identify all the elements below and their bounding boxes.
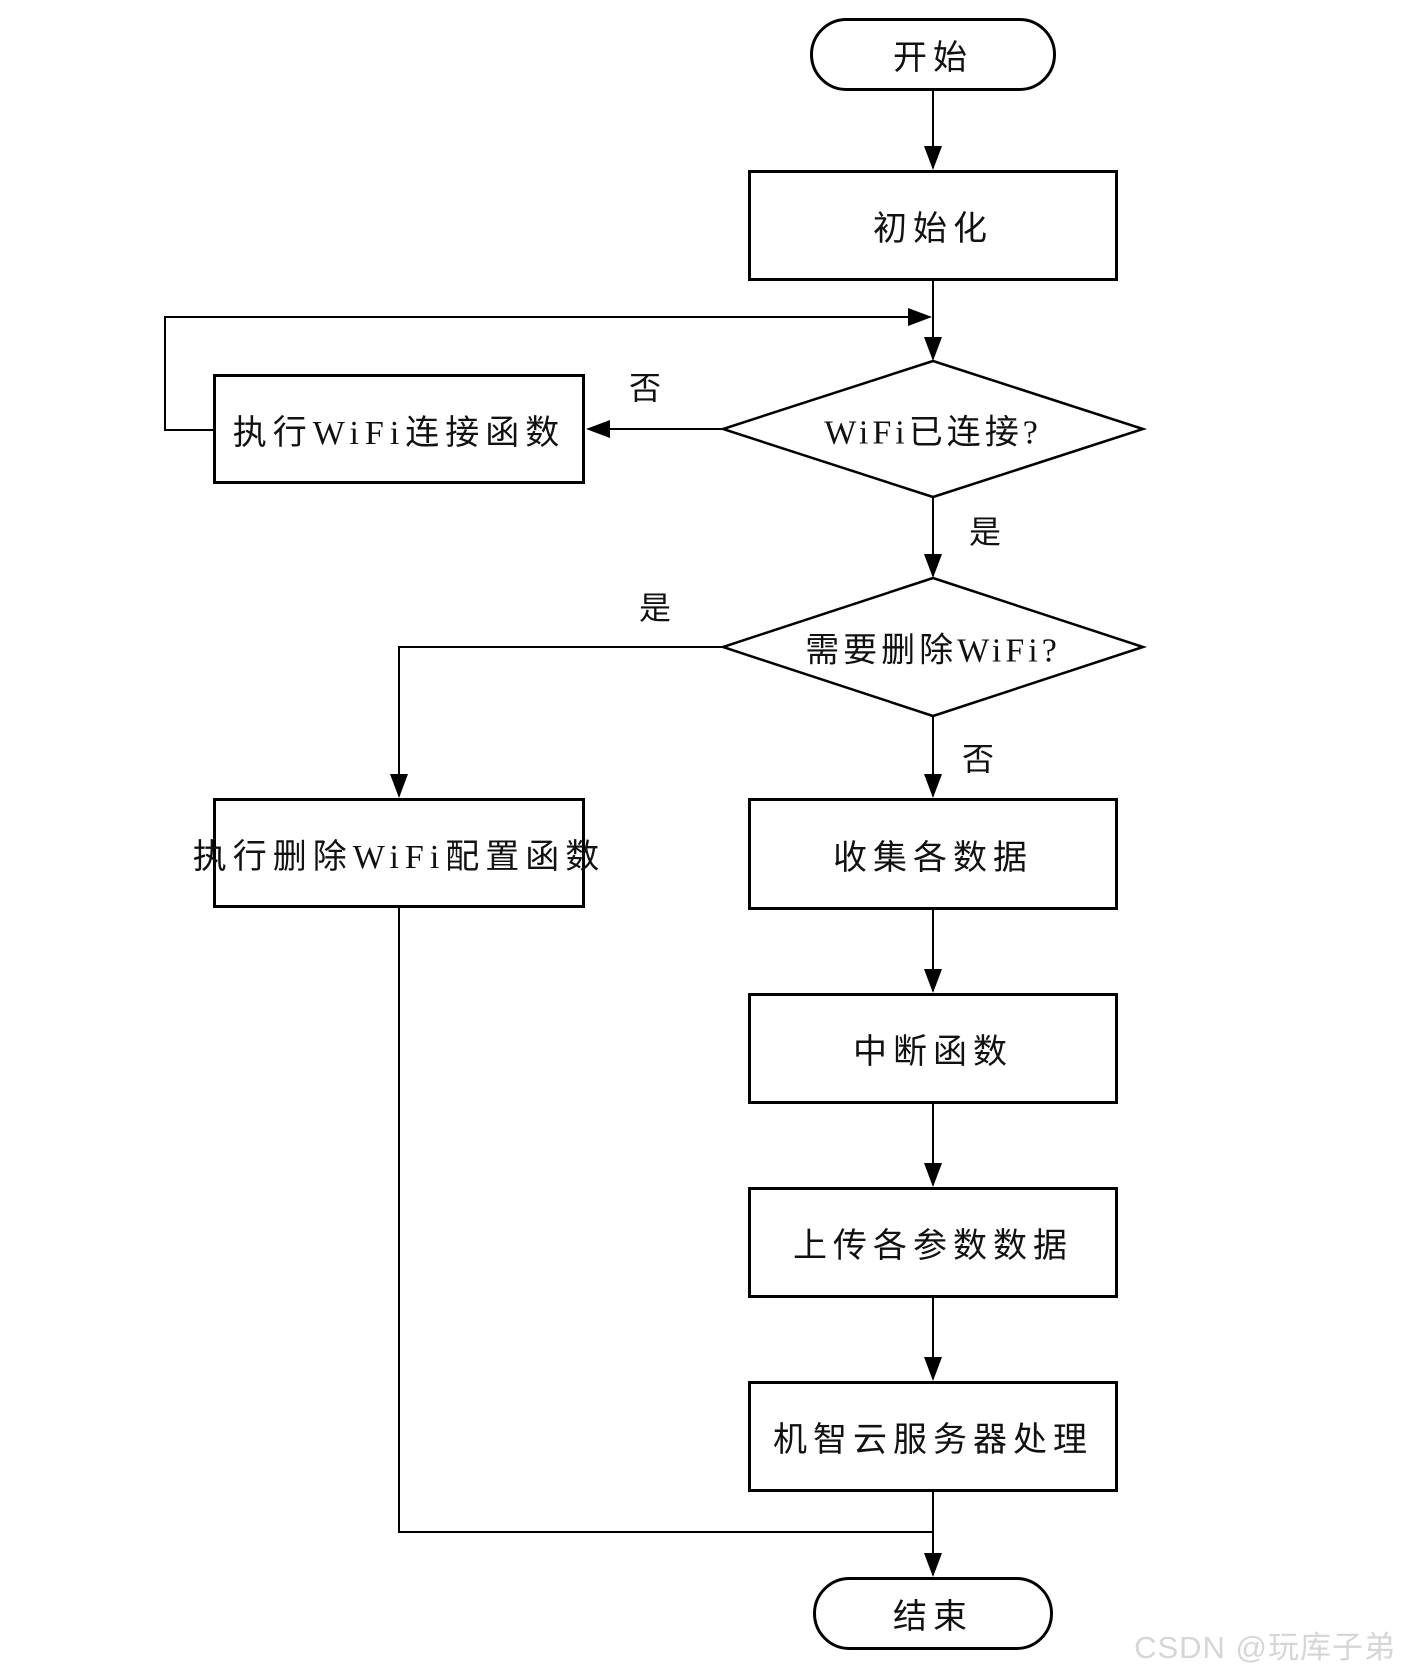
start-label: 开始: [893, 40, 973, 77]
wifi-connected-decision-label: WiFi已连接?: [824, 414, 1042, 452]
collect-data-process: 收集各数据: [748, 798, 1118, 910]
wifi-connect-fn-process: 执行WiFi连接函数: [213, 374, 585, 484]
init-label: 初始化: [873, 211, 993, 248]
edge-need-delete-yes: [390, 646, 723, 798]
need-delete-wifi-decision-label: 需要删除WiFi?: [805, 632, 1061, 670]
interrupt-fn-process: 中断函数: [748, 993, 1118, 1104]
wifi-connect-fn-label: 执行WiFi连接函数: [232, 414, 566, 452]
upload-params-label: 上传各参数数据: [793, 1228, 1073, 1265]
wifi-connected-no-label: 否: [628, 370, 662, 406]
cloud-server-label: 机智云服务器处理: [773, 1422, 1093, 1459]
interrupt-fn-label: 中断函数: [853, 1034, 1013, 1071]
wifi-connected-yes-label: 是: [968, 514, 1002, 550]
need-delete-yes-label: 是: [638, 590, 672, 626]
end-terminator: 结束: [813, 1577, 1053, 1650]
delete-wifi-fn-label: 执行删除WiFi配置函数: [192, 838, 606, 876]
start-terminator: 开始: [810, 18, 1056, 91]
need-delete-wifi-decision-shape: [718, 576, 1148, 718]
cloud-server-process: 机智云服务器处理: [748, 1381, 1118, 1492]
upload-params-process: 上传各参数数据: [748, 1187, 1118, 1298]
edge-delete-wifi-fn-join: [398, 908, 933, 1533]
delete-wifi-fn-process: 执行删除WiFi配置函数: [193, 798, 599, 908]
csdn-watermark: CSDN @玩库子弟: [1134, 1630, 1396, 1665]
edge-wifi-connect-fn-loopback: [164, 308, 932, 431]
collect-data-label: 收集各数据: [833, 839, 1033, 877]
wifi-connected-decision-shape: [718, 359, 1148, 499]
init-process: 初始化: [748, 170, 1118, 281]
end-label: 结束: [893, 1599, 973, 1636]
need-delete-no-label: 否: [961, 741, 995, 777]
